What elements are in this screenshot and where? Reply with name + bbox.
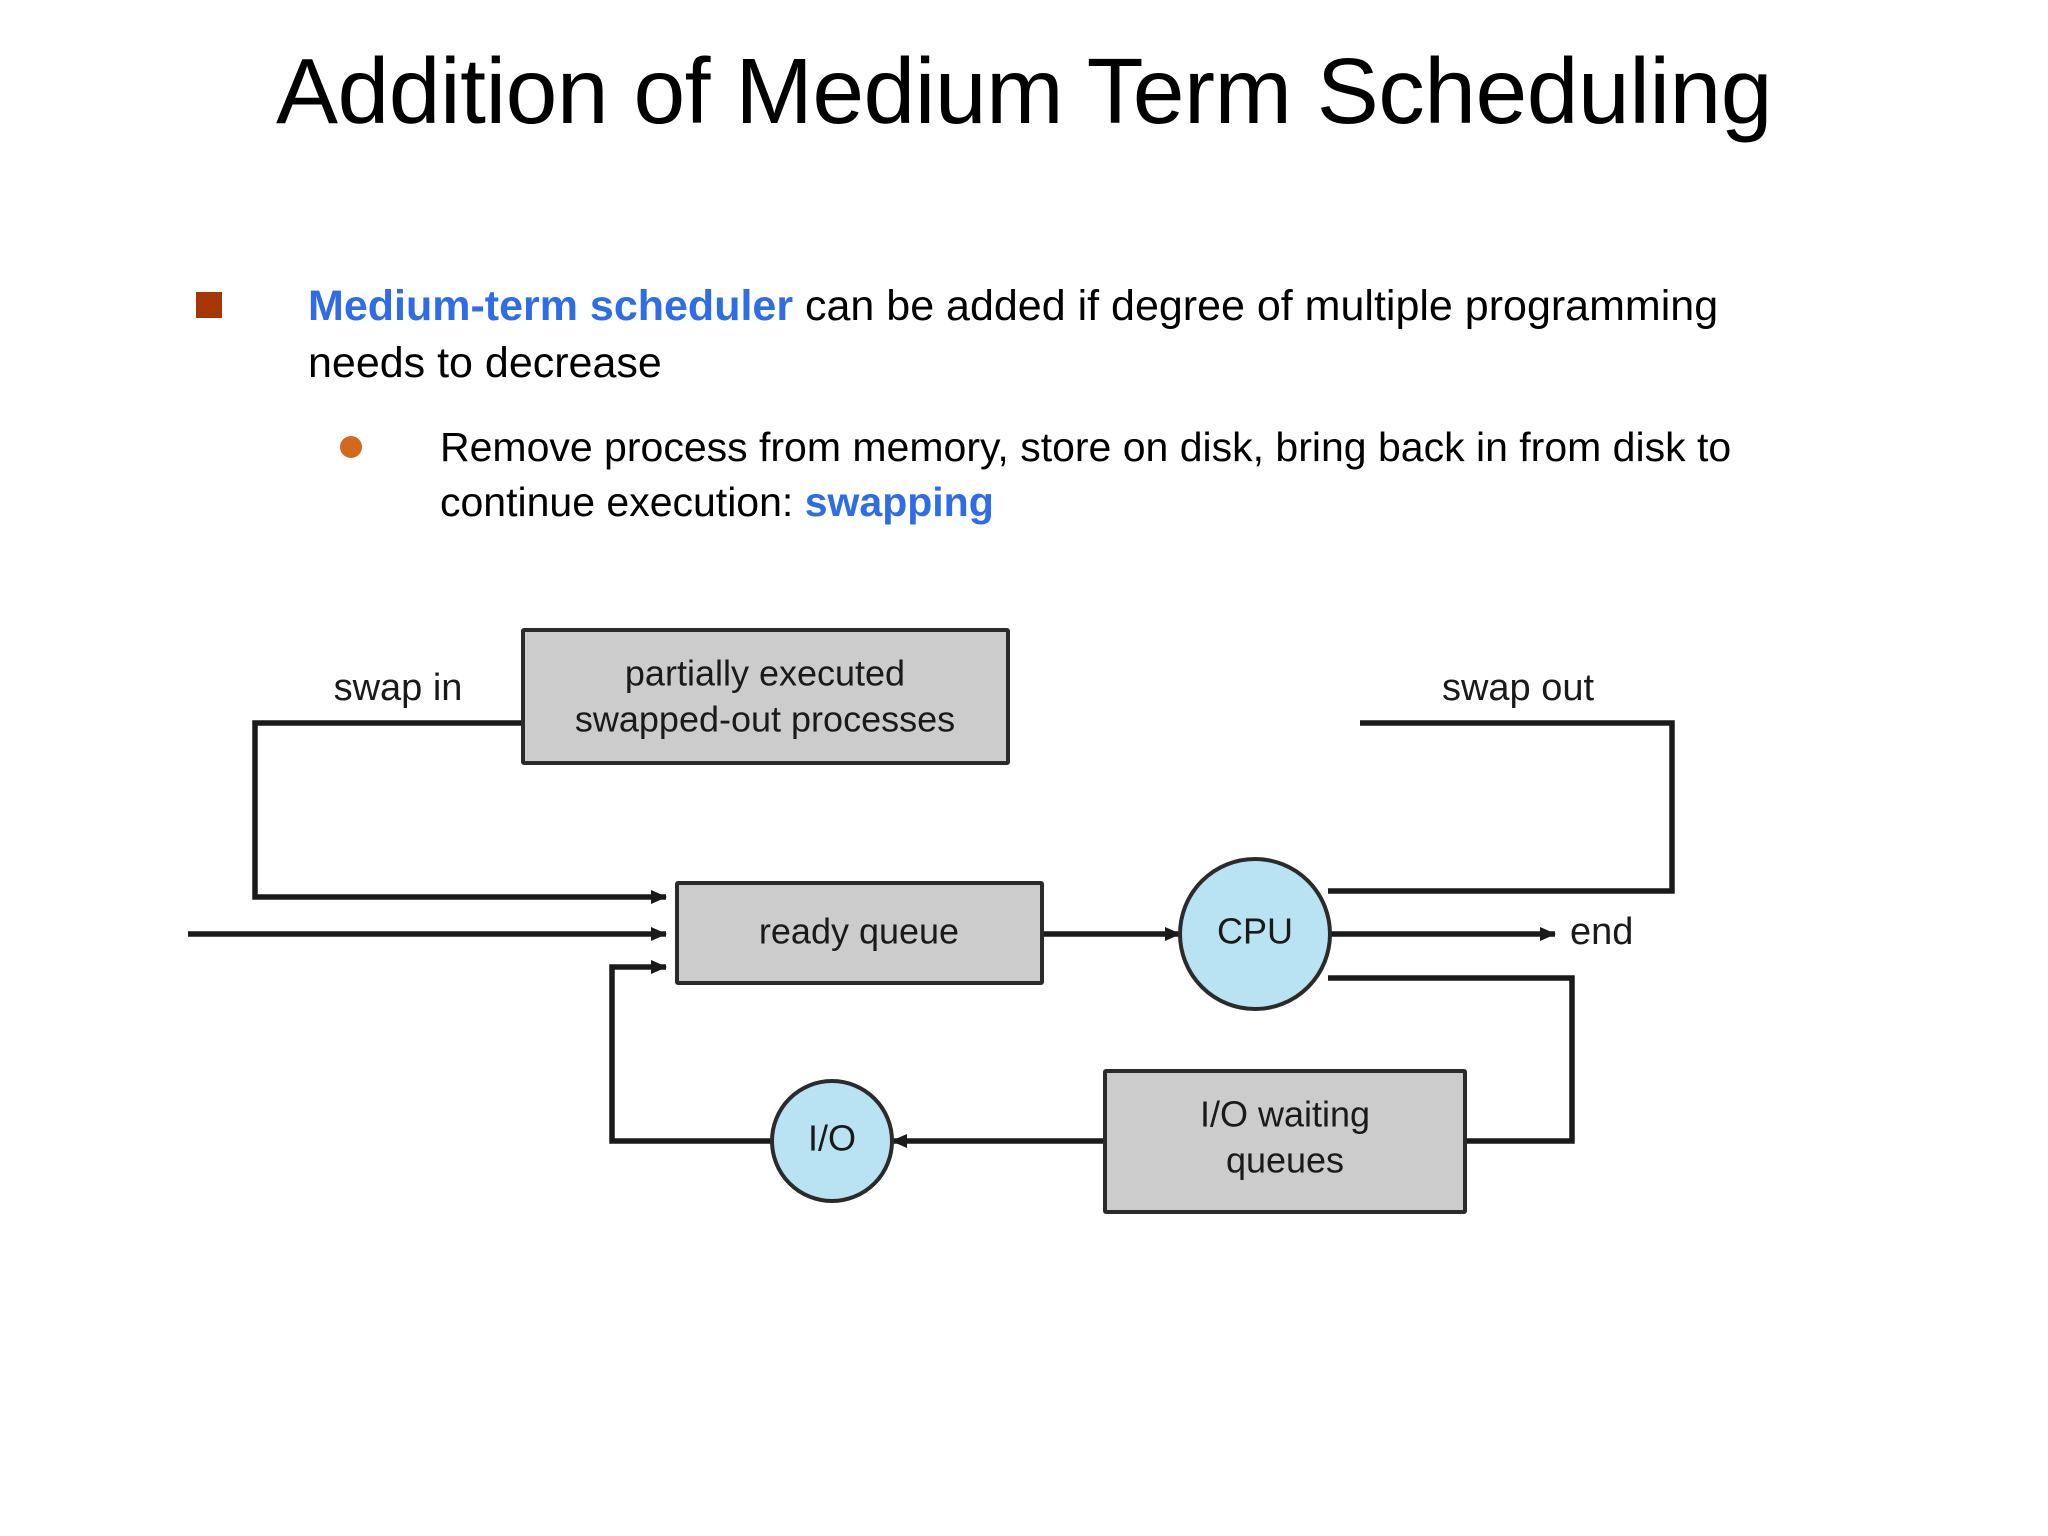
edge-label-swap-in: swap in — [334, 667, 463, 709]
ready-queue-label: ready queue — [759, 911, 959, 952]
edge-label-swap-out: swap out — [1442, 667, 1595, 709]
sub-bullet-highlight-term: swapping — [804, 478, 994, 525]
io-waiting-label-line2: queues — [1226, 1140, 1344, 1181]
io-waiting-label-line1: I/O waiting — [1200, 1094, 1370, 1135]
node-io-waiting-queues[interactable]: I/O waiting queues — [1103, 1069, 1467, 1214]
edge-label-end: end — [1570, 911, 1633, 953]
edge-cpu-to-io-waiting — [1328, 975, 1575, 1144]
io-label: I/O — [808, 1118, 856, 1159]
edge-io-to-ready-queue — [609, 960, 780, 1144]
bullet-highlight-term: Medium-term scheduler — [308, 282, 794, 330]
swapped-box-label-line1: partially executed — [625, 653, 905, 694]
bullet-item-medium-term-scheduler: Medium-term scheduler can be added if de… — [196, 278, 1736, 392]
node-ready-queue[interactable]: ready queue — [675, 881, 1044, 985]
swapped-box-label-line2: swapped-out processes — [575, 699, 955, 740]
node-io[interactable]: I/O — [770, 1079, 894, 1203]
bullet-text: Medium-term scheduler can be added if de… — [308, 278, 1736, 392]
sub-bullet-text: Remove process from memory, store on dis… — [440, 420, 1760, 530]
cpu-label: CPU — [1217, 911, 1293, 952]
node-swapped-out-processes[interactable]: partially executed swapped-out processes — [521, 628, 1010, 765]
sub-bullet-plain-text: Remove process from memory, store on dis… — [440, 424, 1732, 525]
sub-bullet-item-swapping: Remove process from memory, store on dis… — [340, 420, 1760, 530]
square-bullet-icon — [196, 292, 222, 318]
round-bullet-icon — [340, 436, 362, 458]
node-cpu[interactable]: CPU — [1178, 857, 1332, 1011]
edge-swap-in — [252, 720, 667, 904]
edge-swap-out — [1328, 720, 1675, 894]
scheduling-diagram: partially executed swapped-out processes… — [180, 600, 1900, 1220]
page-title: Addition of Medium Term Scheduling — [276, 39, 1772, 143]
bullet-plain-text: can be added if degree of multiple progr… — [308, 282, 1719, 387]
